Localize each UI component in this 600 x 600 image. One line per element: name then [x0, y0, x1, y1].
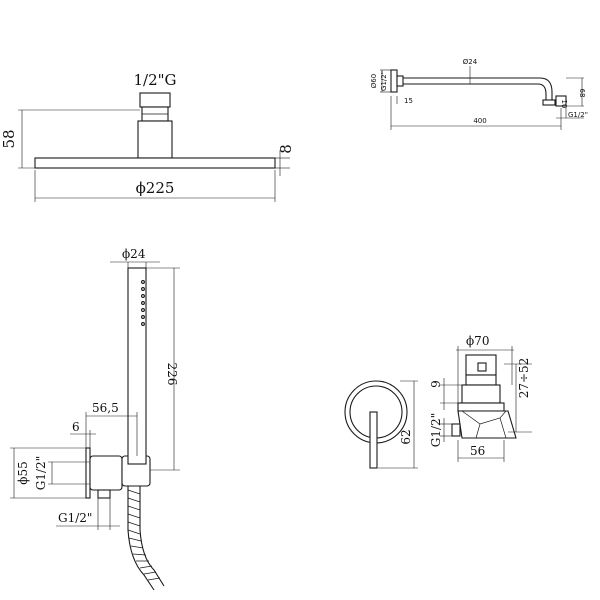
arm-connector [396, 75, 404, 87]
arm-outlet-offset-label: 10 [560, 100, 568, 109]
arm-outlet [555, 95, 567, 107]
hand-bracket-thread-label: G1/2" [34, 456, 48, 490]
arm-outlet-nut [542, 99, 556, 106]
mixer-cover-diameter-label: ϕ70 [466, 334, 489, 348]
arm-pipe-bottom [403, 83, 547, 100]
hand-nozzles [141, 280, 145, 326]
mixer-lever [369, 411, 378, 469]
hand-outlet-body [89, 455, 123, 491]
hand-wall-gap-label: 6 [72, 420, 80, 434]
arm-drop-label: 68 [578, 89, 586, 98]
arm-diameter-label: Ø24 [463, 58, 478, 66]
mixer-inlet [451, 423, 461, 437]
arm-flange-thread-label: G1/2" [380, 71, 388, 91]
arm-flange-diameter-label: Ø60 [370, 74, 378, 88]
hand-projection-label: 56,5 [92, 401, 119, 415]
hand-hose [127, 486, 165, 591]
mixer-flange [457, 402, 505, 412]
arm-pipe-top [403, 77, 553, 100]
arm-outlet-thread-label: G1/2" [568, 111, 588, 119]
head-height-label: 58 [0, 129, 18, 148]
head-connector-body [137, 120, 173, 159]
head-nut-top [139, 92, 171, 108]
mixer-depth-range-label: 27÷52 [517, 358, 531, 399]
mixer-cartridge [461, 384, 501, 404]
hand-shower-view: ϕ24 226 56,5 6 ϕ55 G1/2" G1/2" [10, 247, 180, 591]
arm-flange [390, 69, 398, 93]
hand-length-label: 226 [165, 363, 179, 386]
arm-length-label: 400 [473, 117, 486, 125]
mixer-handle-ring [465, 374, 497, 386]
hand-wall-plate [85, 447, 91, 499]
hand-diameter-label: ϕ24 [122, 247, 146, 261]
mixer-side-view: ϕ70 9 G1/2" 56 27÷52 [429, 334, 532, 462]
head-thickness-label: 8 [277, 144, 295, 154]
mixer-body [457, 410, 517, 439]
mixer-handle-depth-label: 9 [429, 380, 443, 388]
hand-bracket-diameter-label: ϕ55 [16, 461, 30, 484]
shower-arm-view: Ø60 G1/2" Ø24 15 400 68 10 G1/2" [370, 58, 588, 130]
head-plate [34, 157, 276, 169]
head-thread-label: 1/2"G [133, 71, 176, 89]
head-diameter-label: ϕ225 [136, 179, 175, 197]
mixer-front-view: 62 [344, 380, 418, 469]
mixer-handle-mark [477, 362, 487, 372]
hand-hose-thread-label: G1/2" [58, 511, 92, 525]
mixer-body-diameter-label: 62 [399, 429, 413, 444]
mixer-inlet-thread-label: G1/2" [429, 413, 443, 447]
mixer-body-width-label: 56 [470, 444, 485, 458]
shower-head-view: 1/2"G 58 8 ϕ225 [0, 71, 295, 202]
arm-flange-depth-label: 15 [404, 97, 413, 105]
hand-outlet-nut [97, 489, 111, 499]
